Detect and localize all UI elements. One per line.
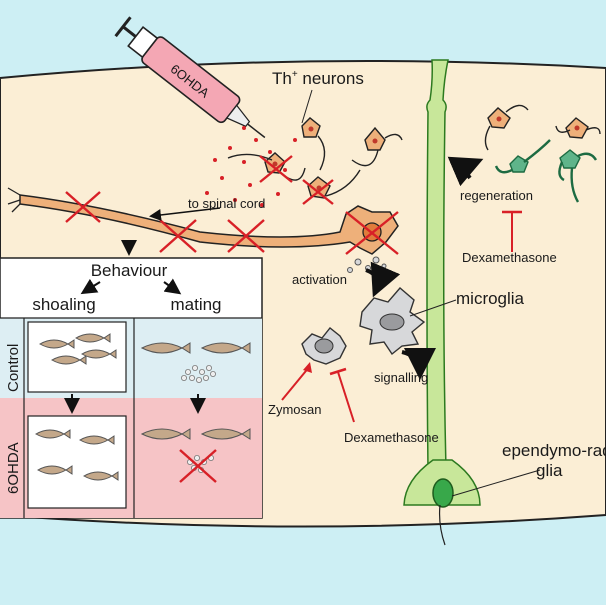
control-mating-cell (134, 318, 262, 398)
signalling-arrow (401, 347, 436, 380)
dexamethasone-inhibit-microglia (337, 371, 355, 423)
glia-nucleus (432, 478, 454, 508)
shoaling-header: shoaling (32, 295, 95, 314)
activation-arrow (365, 261, 401, 298)
signalling-label: signalling (374, 370, 428, 385)
cross-marks-axon (65, 191, 399, 255)
glia-pointer (451, 469, 541, 497)
to-spinal-cord-arrow (149, 207, 221, 221)
th-neurons (264, 117, 386, 199)
activation-label: activation (292, 272, 347, 287)
regeneration-arrow (447, 156, 484, 187)
control-row-label: Control (5, 344, 22, 392)
fish-group (34, 333, 251, 481)
behaviour-panel: Behaviour shoaling mating Control 6OHDA (0, 240, 263, 519)
mating-header: mating (170, 295, 221, 314)
syringe-icon: 6OHDA (114, 16, 266, 139)
zymosan-label: Zymosan (268, 402, 321, 417)
ependymo-label-line1: ependymo-radial (502, 441, 606, 460)
behaviour-title: Behaviour (91, 261, 168, 280)
cross-mark-eggs (179, 449, 217, 483)
ependymo-label-line2: glia (536, 461, 563, 480)
dexamethasone-lower-label: Dexamethasone (344, 430, 439, 445)
regeneration-label: regeneration (460, 188, 533, 203)
microglia-pointer (409, 299, 457, 317)
toxin-dots (205, 126, 297, 207)
zymosan-arrow (281, 365, 311, 401)
th-neurons-label: Th+ neurons (272, 69, 364, 88)
cross-marks-neurons (259, 155, 334, 205)
microglia-label: microglia (456, 289, 525, 308)
microglia-cells (301, 287, 426, 365)
ohda-row-label: 6OHDA (5, 442, 22, 494)
regenerated-neurons (484, 104, 601, 203)
to-spinal-cord-label: to spinal cord (188, 196, 265, 211)
dexamethasone-upper-label: Dexamethasone (462, 250, 557, 265)
